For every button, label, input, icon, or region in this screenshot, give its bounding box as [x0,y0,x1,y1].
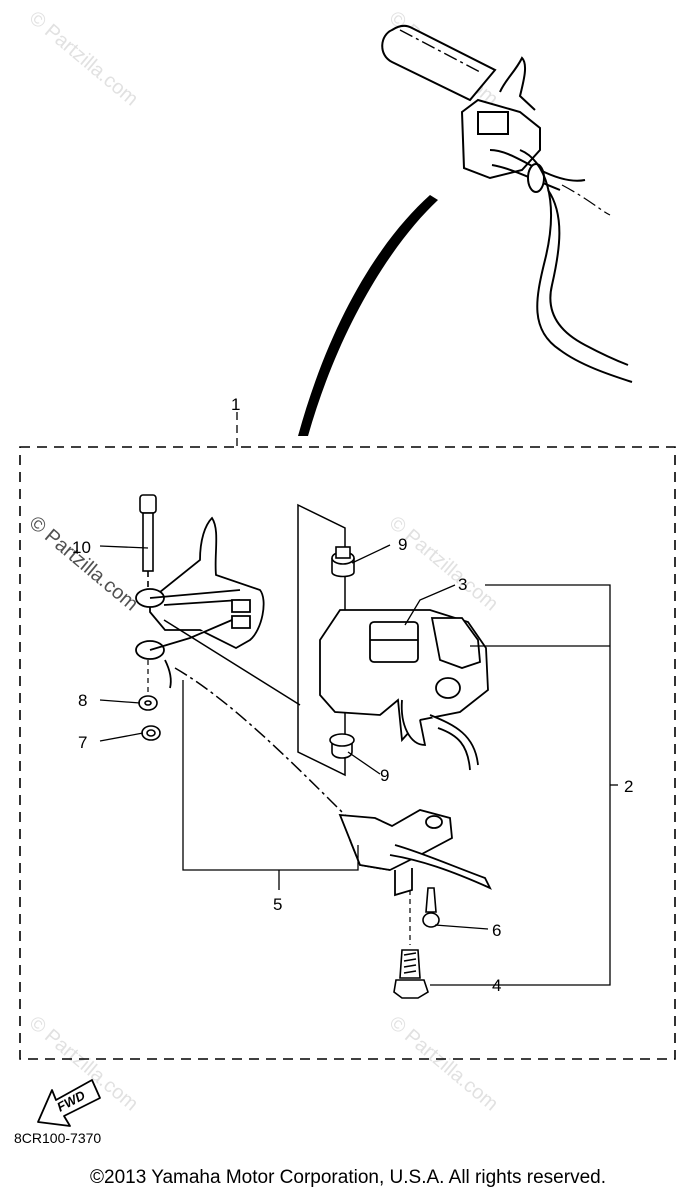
assembly-boundary [19,446,676,1060]
grommet-9-upper [331,546,355,578]
screw-6 [422,887,440,928]
washer-8 [138,695,158,711]
fwd-arrow: FWD [37,1079,101,1127]
callout-4: 4 [492,976,501,995]
callout-8: 8 [78,691,87,710]
watermarks: © Partzilla.com © Partzilla.com © Partzi… [25,7,502,1115]
switch-assembly [319,609,489,771]
callouts: 1 2 3 4 5 6 7 8 9 9 10 [72,395,633,995]
callout-3: 3 [458,575,467,594]
part-code: 8CR100-7370 [14,1130,102,1146]
callout-10: 10 [72,538,91,557]
leader-curve [298,195,438,436]
copyright-notice: ©2013 Yamaha Motor Corporation, U.S.A. A… [90,1167,606,1188]
watermark-top-left: © Partzilla.com [25,7,142,110]
handlebar-grip [381,24,633,383]
lower-lever [338,809,492,897]
callout-6: 6 [492,921,501,940]
callout-5: 5 [273,895,282,914]
callout-1: 1 [231,395,240,414]
callout-leaders [99,544,618,986]
ring-7 [141,725,161,741]
mounting-plate [297,503,346,777]
throttle-cable [174,667,351,821]
lever-bracket [135,516,265,689]
grommet-9-lower [329,733,355,759]
callout-2: 2 [624,777,633,796]
callout-9-lower: 9 [380,766,389,785]
callout-7: 7 [78,733,87,752]
watermark-mid-right: © Partzilla.com [385,512,502,615]
callout-9-upper: 9 [398,535,407,554]
watermark-mid-left: © Partzilla.com [25,512,142,615]
watermark-bottom-right: © Partzilla.com [385,1012,502,1115]
bolt-4 [393,949,429,999]
